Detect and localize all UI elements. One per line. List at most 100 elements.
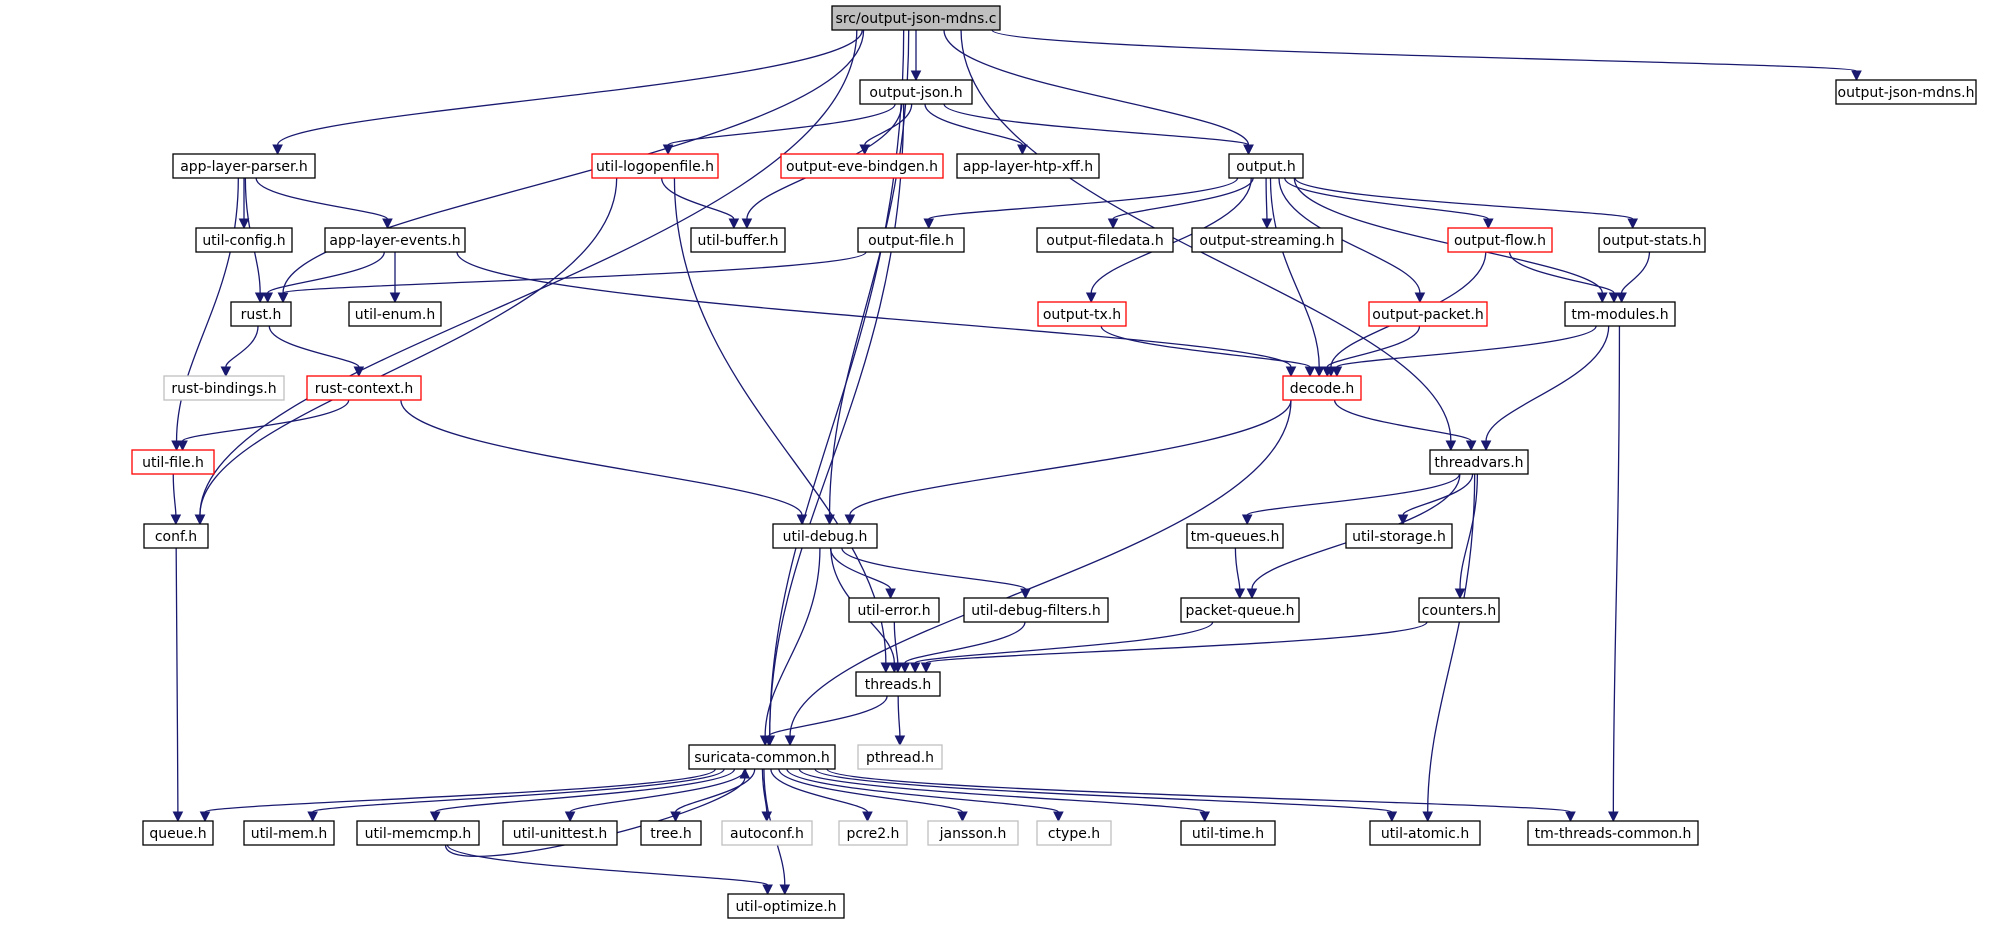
node-output[interactable]: output.h	[1228, 153, 1304, 179]
node-label: tm-threads-common.h	[1535, 826, 1692, 842]
node-tm-threads-common[interactable]: tm-threads-common.h	[1527, 820, 1699, 846]
edge-suricata-common-to-autoconf	[761, 768, 768, 813]
node-output-eve-bindgen[interactable]: output-eve-bindgen.h	[780, 153, 944, 179]
edge-output-file-to-rust	[282, 251, 867, 294]
node-util-logopenfile[interactable]: util-logopenfile.h	[591, 153, 719, 179]
edge-util-debug-to-util-error	[829, 547, 892, 590]
arrowhead	[1261, 218, 1273, 230]
node-label: output-json.h	[869, 85, 962, 101]
node-output-json-mdns[interactable]: output-json-mdns.h	[1835, 79, 1977, 105]
node-label: app-layer-htp-xff.h	[963, 159, 1093, 175]
arrowhead	[844, 514, 856, 526]
edge-util-debug-to-suricata-common	[764, 547, 821, 737]
node-tm-modules[interactable]: tm-modules.h	[1564, 301, 1676, 327]
arrowhead	[1331, 366, 1343, 378]
node-output-flow[interactable]: output-flow.h	[1447, 227, 1553, 253]
node-tm-queues[interactable]: tm-queues.h	[1186, 523, 1284, 549]
node-util-debug[interactable]: util-debug.h	[772, 523, 878, 549]
edge-output-stats-to-tm-modules	[1620, 251, 1651, 294]
edge-root-to-util-debug	[828, 29, 910, 516]
node-packet-queue[interactable]: packet-queue.h	[1180, 597, 1300, 623]
edge-root-to-app-layer-parser	[276, 29, 863, 146]
node-util-buffer[interactable]: util-buffer.h	[690, 227, 786, 253]
node-conf[interactable]: conf.h	[143, 523, 209, 549]
node-app-layer-events[interactable]: app-layer-events.h	[324, 227, 466, 253]
node-threadvars[interactable]: threadvars.h	[1429, 449, 1529, 475]
node-box	[1429, 449, 1529, 475]
edge-suricata-common-to-util-atomic	[814, 768, 1393, 813]
node-label: output-json-mdns.h	[1838, 85, 1975, 101]
node-label: suricata-common.h	[694, 750, 830, 766]
node-output-packet[interactable]: output-packet.h	[1368, 301, 1488, 327]
arrowhead	[199, 811, 211, 823]
edge-root-to-output-json-mdns	[991, 29, 1858, 72]
node-util-time[interactable]: util-time.h	[1180, 820, 1276, 846]
node-app-layer-htp-xff[interactable]: app-layer-htp-xff.h	[956, 153, 1100, 179]
arrowhead	[1482, 218, 1494, 230]
node-box	[1447, 227, 1553, 253]
node-rust[interactable]: rust.h	[230, 301, 292, 327]
node-label: rust.h	[241, 307, 282, 323]
node-util-enum[interactable]: util-enum.h	[348, 301, 442, 327]
arrowhead	[1241, 514, 1253, 526]
node-util-mem[interactable]: util-mem.h	[243, 820, 335, 846]
arrowhead	[1480, 440, 1492, 452]
node-output-filedata[interactable]: output-filedata.h	[1036, 227, 1174, 253]
arrowhead	[1465, 440, 1477, 452]
node-label: output-flow.h	[1454, 233, 1546, 249]
edge-decode-to-util-debug	[849, 399, 1292, 516]
node-app-layer-parser[interactable]: app-layer-parser.h	[172, 153, 316, 179]
node-label: rust-bindings.h	[171, 381, 276, 397]
node-box	[963, 597, 1109, 623]
node-util-unittest[interactable]: util-unittest.h	[502, 820, 618, 846]
node-box	[1368, 301, 1488, 327]
node-label: output-tx.h	[1043, 307, 1121, 323]
node-output-stats[interactable]: output-stats.h	[1598, 227, 1706, 253]
node-output-file[interactable]: output-file.h	[857, 227, 965, 253]
node-util-file[interactable]: util-file.h	[131, 449, 215, 475]
node-queue[interactable]: queue.h	[142, 820, 214, 846]
node-ctype: ctype.h	[1036, 820, 1112, 846]
node-box	[502, 820, 618, 846]
node-util-error[interactable]: util-error.h	[848, 597, 940, 623]
edge-suricata-common-to-util-time	[798, 768, 1206, 813]
node-threads[interactable]: threads.h	[855, 671, 941, 697]
node-box	[688, 744, 836, 770]
node-suricata-common[interactable]: suricata-common.h	[688, 744, 836, 770]
node-box	[1835, 79, 1977, 105]
edge-app-layer-events-to-decode	[456, 251, 1292, 368]
edge-output-json-to-suricata-common	[769, 103, 905, 737]
edge-output-to-decode	[1269, 177, 1320, 368]
edge-counters-to-threads	[925, 621, 1428, 664]
node-util-optimize[interactable]: util-optimize.h	[727, 893, 845, 919]
node-tree[interactable]: tree.h	[640, 820, 702, 846]
node-rust-context[interactable]: rust-context.h	[306, 375, 422, 401]
edge-threadvars-to-util-storage	[1402, 473, 1474, 516]
arrowhead	[1313, 366, 1325, 378]
edge-root-to-rust	[282, 29, 865, 294]
node-util-debug-filters[interactable]: util-debug-filters.h	[963, 597, 1109, 623]
arrowhead	[824, 514, 835, 526]
edge-rust-context-to-util-debug	[400, 399, 803, 516]
node-box	[230, 301, 292, 327]
node-util-config[interactable]: util-config.h	[195, 227, 293, 253]
edge-threads-to-pthread	[897, 695, 901, 737]
node-box	[838, 820, 908, 846]
node-box	[857, 744, 943, 770]
node-decode[interactable]: decode.h	[1282, 375, 1362, 401]
node-util-atomic[interactable]: util-atomic.h	[1369, 820, 1481, 846]
edge-suricata-common-to-util-unittest	[569, 768, 747, 813]
node-box	[1180, 820, 1276, 846]
node-util-memcmp[interactable]: util-memcmp.h	[356, 820, 480, 846]
edge-rust-to-rust-bindings	[225, 325, 259, 368]
node-util-storage[interactable]: util-storage.h	[1345, 523, 1453, 549]
node-rust-bindings: rust-bindings.h	[163, 375, 285, 401]
node-counters[interactable]: counters.h	[1418, 597, 1500, 623]
arrowhead	[1616, 292, 1627, 304]
node-output-json[interactable]: output-json.h	[859, 79, 973, 105]
edge-decode-to-threadvars	[1333, 399, 1472, 442]
node-output-streaming[interactable]: output-streaming.h	[1191, 227, 1343, 253]
arrowhead	[564, 811, 576, 823]
node-root[interactable]: src/output-json-mdns.c	[831, 5, 1001, 31]
node-output-tx[interactable]: output-tx.h	[1037, 301, 1127, 327]
